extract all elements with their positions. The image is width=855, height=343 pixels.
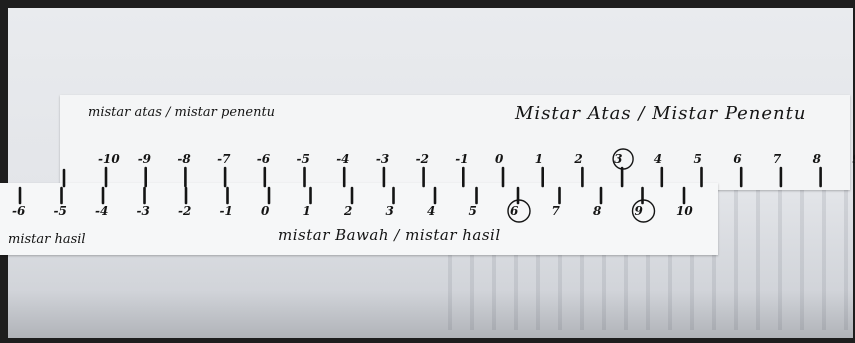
bottom-ruler-label-left: mistar hasil: [8, 232, 86, 247]
page-shadow: [8, 290, 853, 338]
bottom-ruler-number: 2: [344, 204, 353, 218]
top-ruler-number: -6: [256, 152, 271, 166]
top-ruler-number: -3: [375, 152, 390, 166]
top-ruler-number: 4: [653, 152, 663, 166]
top-ruler-number: 5: [693, 152, 702, 166]
bottom-ruler-number: 9: [634, 204, 643, 218]
bottom-ruler-number: 3: [385, 204, 394, 218]
top-ruler-number: -7: [217, 152, 231, 166]
circle-mark: [507, 199, 531, 223]
top-ruler-number: -4: [336, 152, 350, 166]
top-ruler-number: 9: [852, 152, 855, 166]
bottom-ruler-number: 5: [468, 204, 477, 218]
bottom-ruler-number: 0: [261, 204, 270, 218]
bottom-ruler-number: 1: [302, 204, 311, 218]
bottom-ruler-number: 6: [510, 204, 519, 218]
bottom-ruler-number: 10: [676, 204, 693, 218]
top-ruler-number: 6: [733, 152, 742, 166]
circle-mark: [612, 148, 634, 170]
bottom-ruler-number: 8: [593, 204, 602, 218]
top-ruler-number: -10: [98, 152, 120, 166]
bottom-ruler-number: -2: [178, 204, 192, 218]
bottom-ruler-number: -4: [95, 204, 109, 218]
top-ruler-label-left: mistar atas / mistar penentu: [88, 105, 276, 120]
bottom-ruler-number: 4: [427, 204, 436, 218]
top-ruler-number: -9: [137, 152, 152, 166]
top-ruler-number: -2: [415, 152, 429, 166]
top-ruler-label-right: Mistar Atas / Mistar Penentu: [515, 103, 807, 124]
top-ruler-number: -5: [296, 152, 310, 166]
bottom-ruler-number: -5: [53, 204, 67, 218]
bottom-ruler-number: 7: [551, 204, 560, 218]
top-ruler-number: 7: [772, 152, 782, 166]
bottom-ruler-number: -6: [12, 204, 26, 218]
bottom-ruler-number: -3: [136, 204, 150, 218]
top-ruler-number: 1: [534, 152, 544, 166]
bottom-ruler-number: -1: [219, 204, 233, 218]
top-ruler-number: 3: [614, 152, 623, 166]
bottom-ruler-label-center: mistar Bawah / mistar hasil: [278, 226, 501, 244]
top-ruler-strip[interactable]: [60, 95, 850, 190]
circle-mark: [631, 199, 656, 223]
top-ruler-number: -1: [455, 152, 469, 166]
top-ruler-number: 0: [495, 152, 504, 166]
top-ruler-number: -8: [177, 152, 191, 166]
bottom-ruler-strip[interactable]: [0, 183, 718, 255]
top-ruler-number: 2: [574, 152, 583, 166]
top-ruler-number: 8: [812, 152, 821, 166]
